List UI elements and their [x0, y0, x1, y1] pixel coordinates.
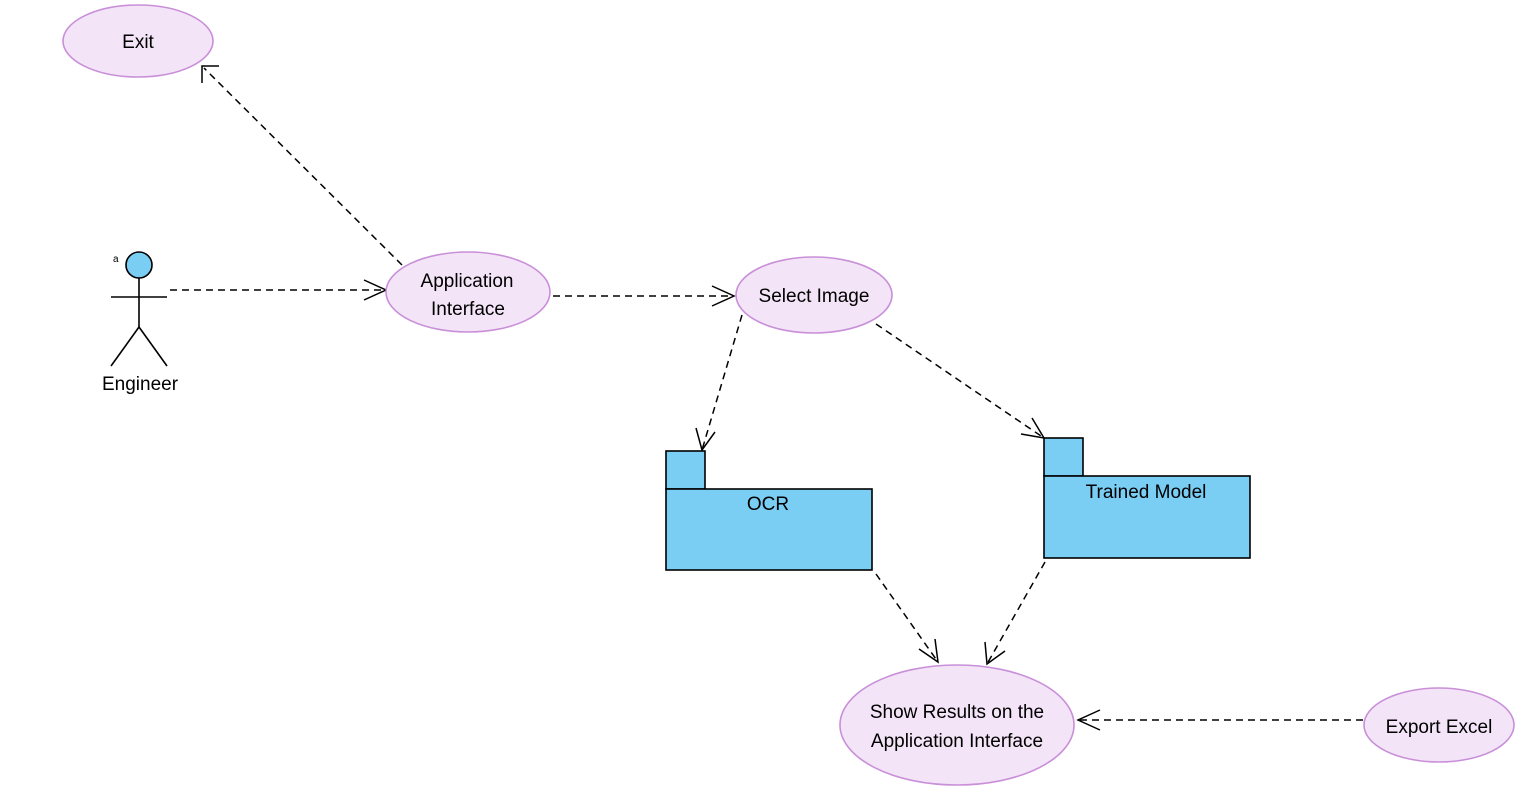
dependency-ocr-to-show-results — [875, 573, 939, 664]
actor-head-icon — [125, 251, 153, 279]
use-case-show-results-label-line1: Show Results on the — [870, 702, 1044, 723]
use-case-export-excel[interactable]: Export Excel — [1363, 687, 1515, 763]
dependency-engineer-to-app — [170, 279, 388, 301]
use-case-show-results-label-line2: Application Interface — [871, 731, 1043, 752]
package-trained-model-tab — [1043, 437, 1084, 477]
actor-engineer-label: Engineer — [102, 374, 179, 395]
use-case-exit-label: Exit — [122, 32, 154, 53]
use-case-application-interface-label-line2: Interface — [431, 299, 505, 320]
package-ocr-body — [665, 488, 873, 571]
use-case-export-excel-label: Export Excel — [1386, 717, 1493, 738]
use-case-exit[interactable]: Exit — [62, 4, 214, 78]
use-case-application-interface[interactable]: Application Interface — [385, 251, 551, 333]
actor-engineer[interactable]: a Engineer — [102, 251, 179, 395]
use-case-show-results[interactable]: Show Results on the Application Interfac… — [839, 664, 1075, 786]
package-ocr-label: OCR — [747, 494, 789, 515]
package-ocr-tab — [665, 450, 706, 490]
use-case-select-image-label: Select Image — [759, 286, 870, 307]
package-trained-model-label: Trained Model — [1086, 482, 1207, 503]
use-case-select-image[interactable]: Select Image — [735, 256, 893, 334]
package-ocr[interactable]: OCR — [665, 450, 873, 571]
dependency-app-to-exit — [201, 65, 403, 266]
package-trained-model[interactable]: Trained Model — [1043, 437, 1251, 559]
actor-mark: a — [113, 254, 119, 265]
dependency-app-to-select-image — [553, 285, 736, 307]
dependency-export-to-show-results — [1076, 709, 1363, 731]
use-case-application-interface-label-line1: Application — [421, 271, 514, 292]
dependency-select-image-to-ocr — [695, 314, 743, 452]
dependency-select-image-to-trained-model — [875, 323, 1046, 440]
package-trained-model-body — [1043, 475, 1251, 559]
dependency-trained-model-to-show-results — [984, 561, 1046, 666]
